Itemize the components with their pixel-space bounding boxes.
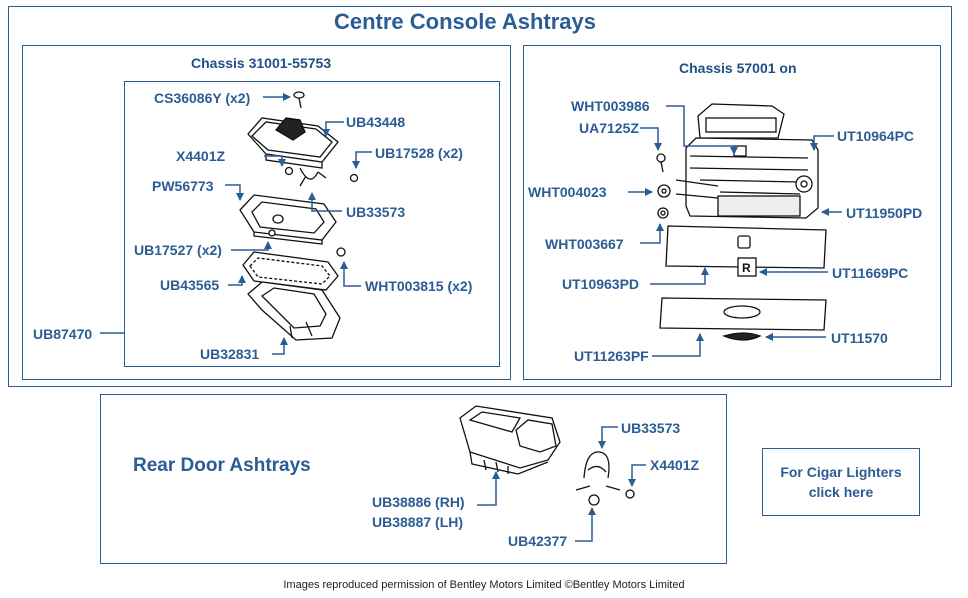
part-label-wht003667[interactable]: WHT003667 bbox=[545, 236, 624, 252]
panel-right-title: Chassis 57001 on bbox=[679, 60, 797, 76]
part-label-wht003986[interactable]: WHT003986 bbox=[571, 98, 650, 114]
part-label-ub43448[interactable]: UB43448 bbox=[346, 114, 406, 130]
part-label-ub17527[interactable]: UB17527 (x2) bbox=[134, 242, 222, 258]
clip-icon bbox=[299, 167, 327, 187]
cigar-lighters-link[interactable]: For Cigar Lighters click here bbox=[762, 448, 920, 516]
top-cover-icon bbox=[697, 103, 785, 139]
part-label-ut10964pc[interactable]: UT10964PC bbox=[837, 128, 915, 144]
cigar-link-line2: click here bbox=[808, 484, 874, 500]
spring-clip-icon bbox=[575, 451, 635, 506]
nut-icon bbox=[284, 166, 294, 176]
seal-icon bbox=[242, 251, 339, 291]
rear-leader-lines bbox=[477, 426, 646, 542]
panel-chassis-31001-inner bbox=[124, 81, 500, 367]
screw-icon bbox=[656, 153, 666, 173]
right-console-exploded: R bbox=[656, 103, 827, 341]
part-label-ub87470[interactable]: UB87470 bbox=[33, 326, 93, 342]
rear-ashtray-assembly bbox=[459, 405, 635, 506]
part-label-rear-x4401z[interactable]: X4401Z bbox=[650, 457, 700, 473]
grommet-icon bbox=[657, 207, 669, 219]
rear-ashtray-icon bbox=[459, 405, 561, 475]
panel-left-title: Chassis 31001-55753 bbox=[191, 55, 332, 71]
cigar-link-line1: For Cigar Lighters bbox=[780, 464, 902, 480]
panel-chassis-57001 bbox=[523, 45, 941, 380]
part-label-cs36086y[interactable]: CS36086Y (x2) bbox=[154, 90, 251, 106]
svg-text:R: R bbox=[742, 261, 751, 275]
housing-icon bbox=[675, 137, 819, 219]
part-label-ut10963pd[interactable]: UT10963PD bbox=[562, 276, 640, 292]
lower-panel-icon bbox=[659, 297, 827, 341]
nut-icon bbox=[349, 173, 359, 183]
part-label-ub17528[interactable]: UB17528 (x2) bbox=[375, 145, 463, 161]
panel-chassis-31001 bbox=[22, 45, 511, 380]
part-label-ub38886[interactable]: UB38886 (RH) bbox=[372, 494, 465, 510]
screw-icon bbox=[293, 91, 305, 109]
right-leader-lines bbox=[628, 105, 842, 357]
part-label-wht004023[interactable]: WHT004023 bbox=[528, 184, 607, 200]
nut-icon bbox=[268, 229, 276, 237]
part-label-ut11570[interactable]: UT11570 bbox=[831, 330, 888, 346]
part-label-wht003815[interactable]: WHT003815 (x2) bbox=[365, 278, 473, 294]
part-label-ub33573[interactable]: UB33573 bbox=[346, 204, 406, 220]
frame-icon bbox=[239, 194, 337, 245]
part-label-ut11950pd[interactable]: UT11950PD bbox=[846, 205, 923, 221]
part-label-ub43565[interactable]: UB43565 bbox=[160, 277, 220, 293]
grommet-icon bbox=[661, 188, 667, 194]
part-label-rear-ub33573[interactable]: UB33573 bbox=[621, 420, 681, 436]
part-label-ut11263pf[interactable]: UT11263PF bbox=[574, 348, 649, 364]
front-panel-icon: R bbox=[665, 225, 827, 277]
left-ashtray-exploded bbox=[239, 91, 359, 341]
rear-door-frame bbox=[100, 394, 727, 564]
centre-console-frame bbox=[8, 6, 952, 387]
lid-icon bbox=[247, 117, 339, 169]
footer-credit: Images reproduced permission of Bentley … bbox=[283, 579, 685, 591]
ashtray-bin-icon bbox=[247, 281, 341, 341]
rear-door-title: Rear Door Ashtrays bbox=[133, 455, 311, 476]
nut-icon bbox=[336, 247, 346, 257]
part-label-ua7125z[interactable]: UA7125Z bbox=[579, 120, 639, 136]
part-label-x4401z[interactable]: X4401Z bbox=[176, 148, 226, 164]
part-label-ub32831[interactable]: UB32831 bbox=[200, 346, 260, 362]
grommet-icon bbox=[657, 184, 671, 198]
part-label-ut11669pc[interactable]: UT11669PC bbox=[832, 265, 909, 281]
part-label-ub42377[interactable]: UB42377 bbox=[508, 533, 568, 549]
grommet-icon bbox=[660, 210, 666, 216]
part-label-ub38887[interactable]: UB38887 (LH) bbox=[372, 514, 464, 530]
part-label-pw56773[interactable]: PW56773 bbox=[152, 178, 214, 194]
page-title: Centre Console Ashtrays bbox=[333, 9, 597, 34]
left-leader-lines bbox=[100, 93, 372, 355]
